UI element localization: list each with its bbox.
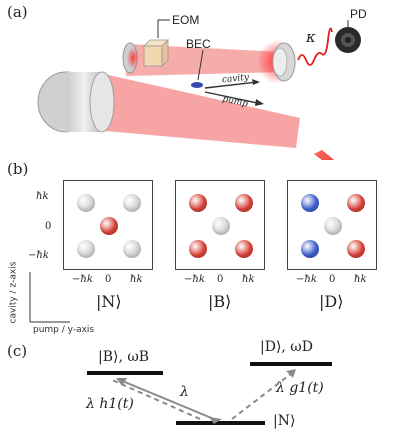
y-tick-top: ħk	[36, 191, 49, 202]
coupling-h1: λ h1(t)	[86, 396, 134, 412]
x-tick-mid-d: 0	[329, 274, 336, 285]
x-tick-mid-n: 0	[105, 274, 112, 285]
momentum-dot-red	[100, 217, 118, 235]
eom-label: EOM	[172, 13, 200, 27]
axis-label-horizontal: pump / y-axis	[33, 325, 95, 335]
momentum-dot-blue	[301, 194, 319, 212]
level-label-b: |B⟩, ωB	[98, 349, 150, 365]
x-tick-right-n: ħk	[130, 274, 143, 285]
y-tick-mid: 0	[45, 221, 52, 232]
momentum-dot-gray	[77, 240, 95, 258]
pump-direction-arrow	[314, 150, 335, 160]
state-label-d: |D⟩	[319, 292, 344, 311]
x-tick-left-b: −ħk	[184, 274, 205, 285]
level-label-n: |N⟩	[273, 413, 296, 429]
state-label-n: |N⟩	[96, 292, 122, 311]
x-tick-mid-b: 0	[217, 274, 224, 285]
coupling-lambda: λ	[180, 384, 189, 400]
transition-g1	[231, 372, 293, 420]
momentum-dot-gray	[77, 194, 95, 212]
y-tick-bottom: −ħk	[28, 250, 49, 261]
transition-h1	[109, 378, 201, 420]
cavity-mirror-left	[122, 42, 139, 74]
state-label-b: |B⟩	[208, 292, 232, 311]
cavity-arrow	[204, 81, 259, 89]
pump-mirror	[37, 71, 115, 133]
panel-a-letter: (a)	[7, 3, 28, 21]
momentum-dot-gray	[123, 194, 141, 212]
level-scheme	[87, 362, 332, 425]
bec-label: BEC	[186, 37, 211, 51]
state-box-d	[287, 180, 377, 270]
momentum-dot-gray	[324, 217, 342, 235]
cavity-mirror-right	[257, 40, 297, 84]
axis-label-vertical: cavity / z-axis	[8, 261, 19, 324]
state-box-b	[175, 180, 265, 270]
pump-beam	[95, 72, 300, 148]
kappa-label: κ	[306, 28, 316, 46]
level-label-d: |D⟩, ωD	[260, 339, 313, 355]
pd-label: PD	[350, 7, 367, 21]
momentum-dot-red	[235, 240, 253, 258]
eom-crystal	[143, 39, 169, 67]
panel-b-letter: (b)	[7, 160, 29, 178]
setup-illustration	[37, 19, 361, 160]
eom-pointer	[157, 19, 170, 38]
x-tick-left-n: −ħk	[72, 274, 93, 285]
x-tick-right-d: ħk	[354, 274, 367, 285]
photon-wave	[297, 27, 333, 66]
momentum-dot-red	[347, 240, 365, 258]
coupling-g1: λ g1(t)	[276, 380, 324, 396]
momentum-dot-red	[189, 194, 207, 212]
momentum-dot-red	[235, 194, 253, 212]
photodetector	[335, 27, 361, 53]
momentum-dot-gray	[123, 240, 141, 258]
transition-lambda	[119, 379, 215, 420]
state-box-n	[63, 180, 153, 270]
pump-arrow	[204, 91, 263, 105]
x-tick-right-b: ħk	[242, 274, 255, 285]
momentum-dot-red	[189, 240, 207, 258]
momentum-dot-red	[347, 194, 365, 212]
bec-cloud	[191, 82, 203, 88]
x-tick-left-d: −ħk	[296, 274, 317, 285]
momentum-dot-blue	[301, 240, 319, 258]
panel-c-letter: (c)	[7, 342, 28, 360]
bec-pointer	[197, 49, 204, 81]
axis-indicator	[29, 272, 70, 323]
momentum-dot-gray	[212, 217, 230, 235]
